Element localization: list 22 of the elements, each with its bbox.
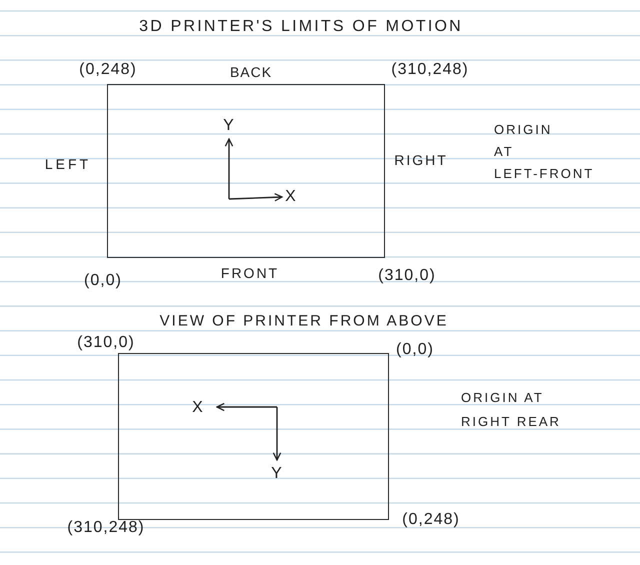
coordinate-label: (0,0) [84,272,122,290]
origin-note: ORIGIN AT LEFT-FRONT [494,121,596,183]
side-label: RIGHT [394,152,448,168]
coordinate-label: (310,0) [77,334,135,352]
side-label: BACK [230,64,272,80]
coordinate-label: (0,248) [402,510,460,530]
side-label: FRONT [220,264,280,282]
coordinate-label: (310,248) [67,518,145,538]
print-bed-outline [107,84,385,258]
axis-label: X [285,188,297,206]
view-caption: VIEW OF PRINTER FROM ABOVE [160,312,448,330]
coordinate-label: (0,0) [396,340,434,360]
origin-note: ORIGIN AT RIGHT REAR [461,389,562,431]
coordinate-label: (310,248) [391,60,469,80]
side-label: LEFT [44,156,92,172]
coordinate-label: (310,0) [378,266,436,286]
axis-label: Y [271,464,283,484]
coordinate-label: (0,248) [79,60,137,80]
axis-label: Y [223,116,235,136]
axis-label: X [192,398,204,418]
diagram-title: 3D PRINTER'S LIMITS OF MOTION [139,18,463,36]
print-bed-outline [118,353,389,520]
